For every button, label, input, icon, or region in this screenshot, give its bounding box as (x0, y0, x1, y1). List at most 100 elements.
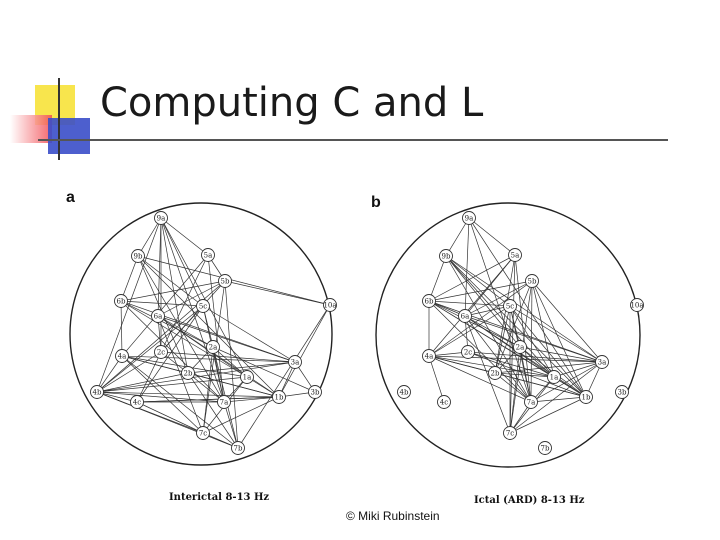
edge-9b-1b (137, 255, 280, 398)
node-label-1a: 1a (550, 374, 559, 382)
edge-5c-4c (136, 305, 204, 403)
node-9b (131, 249, 145, 263)
node-7a (524, 395, 538, 409)
node-label-7a: 7a (527, 399, 536, 407)
panel-b-boundary (375, 202, 641, 468)
edge-5a-7a (207, 254, 225, 403)
node-9a (462, 211, 476, 225)
edge-9b-6b (120, 255, 139, 302)
node-1b (272, 390, 286, 404)
node-label-7b: 7b (541, 445, 550, 453)
node-2b (181, 366, 195, 380)
edge-2a-7c (202, 346, 214, 434)
node-label-7a: 7a (220, 399, 229, 407)
edge-5b-7b (224, 280, 239, 449)
node-1a (240, 370, 254, 384)
edge-5c-2b (494, 305, 511, 374)
edge-5b-1a (531, 280, 555, 378)
accent-square-blue (48, 118, 90, 154)
edge-6a-5c (464, 305, 511, 317)
edge-3a-2b (494, 361, 603, 374)
node-label-5a: 5a (511, 252, 520, 260)
node-label-2b: 2b (491, 370, 500, 378)
node-label-1b: 1b (582, 394, 591, 402)
edge-4b-7a (96, 391, 225, 403)
accent-vertical-line (58, 78, 60, 160)
edge-9a-6a (157, 217, 162, 317)
node-label-7b: 7b (234, 445, 243, 453)
panel-a-caption: Interictal 8-13 Hz (169, 492, 269, 503)
slide-title: Computing C and L (100, 80, 484, 126)
node-4b (90, 385, 104, 399)
node-2c (461, 345, 475, 359)
node-label-3a: 3a (291, 359, 300, 367)
node-7b (538, 441, 552, 455)
node-5b (525, 274, 539, 288)
node-4a (422, 349, 436, 363)
node-9b (439, 249, 453, 263)
node-7c (196, 426, 210, 440)
node-4c (130, 395, 144, 409)
edge-6a-3a (157, 315, 296, 363)
node-label-2a: 2a (209, 344, 218, 352)
node-label-6b: 6b (425, 298, 434, 306)
node-6b (114, 294, 128, 308)
node-5c (196, 299, 210, 313)
edge-5b-6b (428, 280, 533, 302)
edge-2b-7a (494, 372, 532, 403)
edge-6b-5a (428, 254, 516, 302)
edge-10a-9b (137, 255, 331, 306)
edge-5b-4a (428, 280, 533, 357)
edge-4a-7c (121, 355, 204, 434)
edge-6b-3a (120, 300, 296, 363)
edge-6b-5c (428, 300, 511, 307)
node-label-9a: 9a (157, 215, 166, 223)
edge-5c-3a (202, 305, 296, 363)
node-10a (630, 298, 644, 312)
node-label-10a: 10a (630, 302, 643, 310)
edge-10a-1b (278, 304, 331, 398)
node-3b (615, 385, 629, 399)
edge-5c-3a (509, 305, 603, 363)
panel-b-label: b (371, 194, 381, 211)
edge-5a-2b (494, 254, 516, 374)
edge-6a-2a (464, 315, 521, 348)
panel-a-boundary (69, 202, 333, 466)
edge-5b-2b (494, 280, 533, 374)
edge-3a-4b (96, 361, 296, 393)
edge-5a-4a (428, 254, 516, 357)
edge-4a-4b (96, 355, 123, 393)
edge-1a-4b (96, 376, 248, 393)
edge-6b-2a (120, 300, 214, 348)
edge-5c-1b (509, 305, 587, 398)
edge-2b-1b (494, 372, 587, 398)
edge-6b-7a (120, 300, 225, 403)
edge-5a-4a (121, 254, 209, 357)
node-6a (458, 309, 472, 323)
edge-4a-1a (121, 355, 248, 378)
panel-a-edges (96, 217, 331, 449)
edge-9a-2b (160, 217, 189, 374)
node-label-6b: 6b (117, 298, 126, 306)
node-label-6a: 6a (461, 313, 470, 321)
panel-b-edges (428, 217, 603, 434)
edge-6b-4a (120, 300, 123, 357)
edge-6b-7a (428, 300, 532, 403)
node-label-5c: 5c (199, 303, 207, 311)
edge-4a-1a (428, 355, 555, 378)
node-label-4a: 4a (425, 353, 434, 361)
edge-7a-1b (223, 396, 280, 403)
node-label-7c: 7c (199, 430, 207, 438)
node-label-9b: 9b (442, 253, 451, 261)
node-6b (422, 294, 436, 308)
node-label-5c: 5c (506, 303, 514, 311)
node-label-4a: 4a (118, 353, 127, 361)
edge-5c-4b (96, 305, 204, 393)
edge-7b-4a (121, 355, 239, 449)
edge-6b-1a (120, 300, 248, 378)
edge-4a-4c (428, 355, 445, 403)
node-3b (308, 385, 322, 399)
